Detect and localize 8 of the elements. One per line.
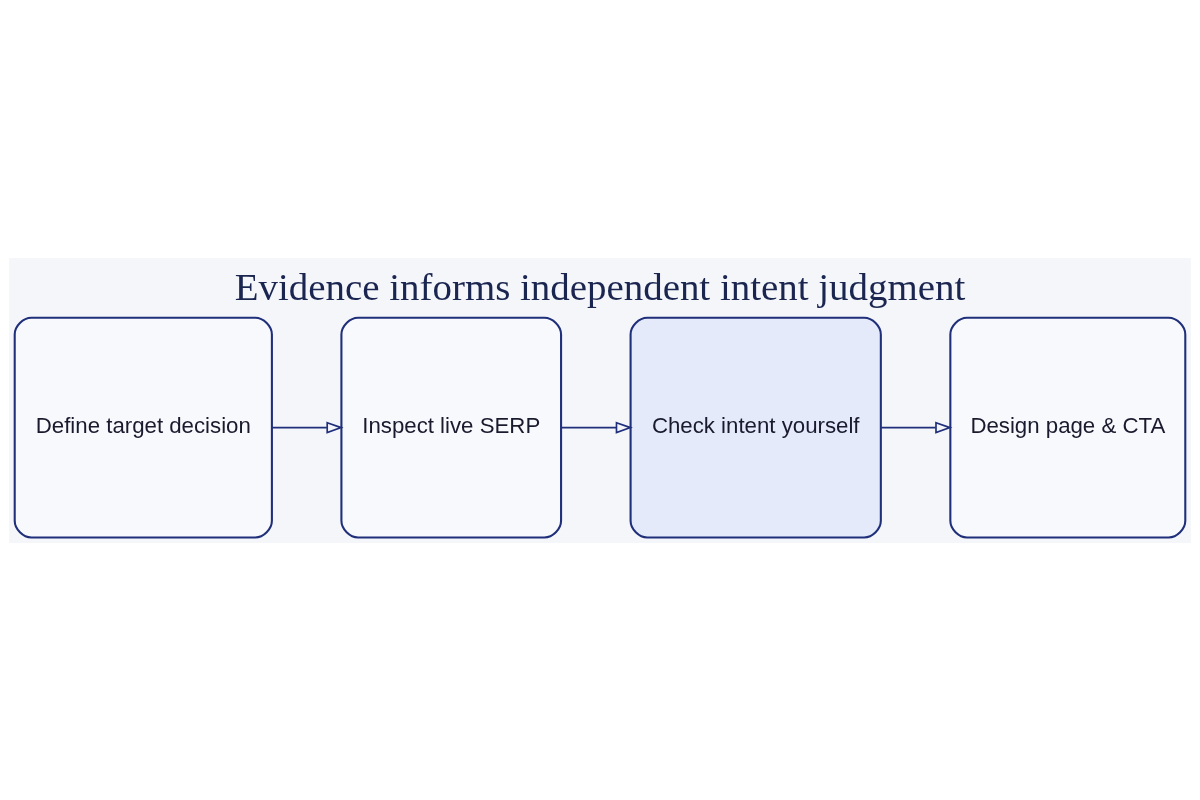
arrow [880, 421, 953, 434]
arrow [560, 421, 633, 434]
node-box: Check intent yourself [629, 316, 882, 538]
node-box: Inspect live SERP [340, 316, 563, 538]
node-box: Define target decision [13, 316, 273, 538]
node-box: Design page & CTA [949, 316, 1187, 538]
diagram-title: Evidence informs independent intent judgment [234, 264, 966, 308]
arrow [271, 421, 344, 434]
